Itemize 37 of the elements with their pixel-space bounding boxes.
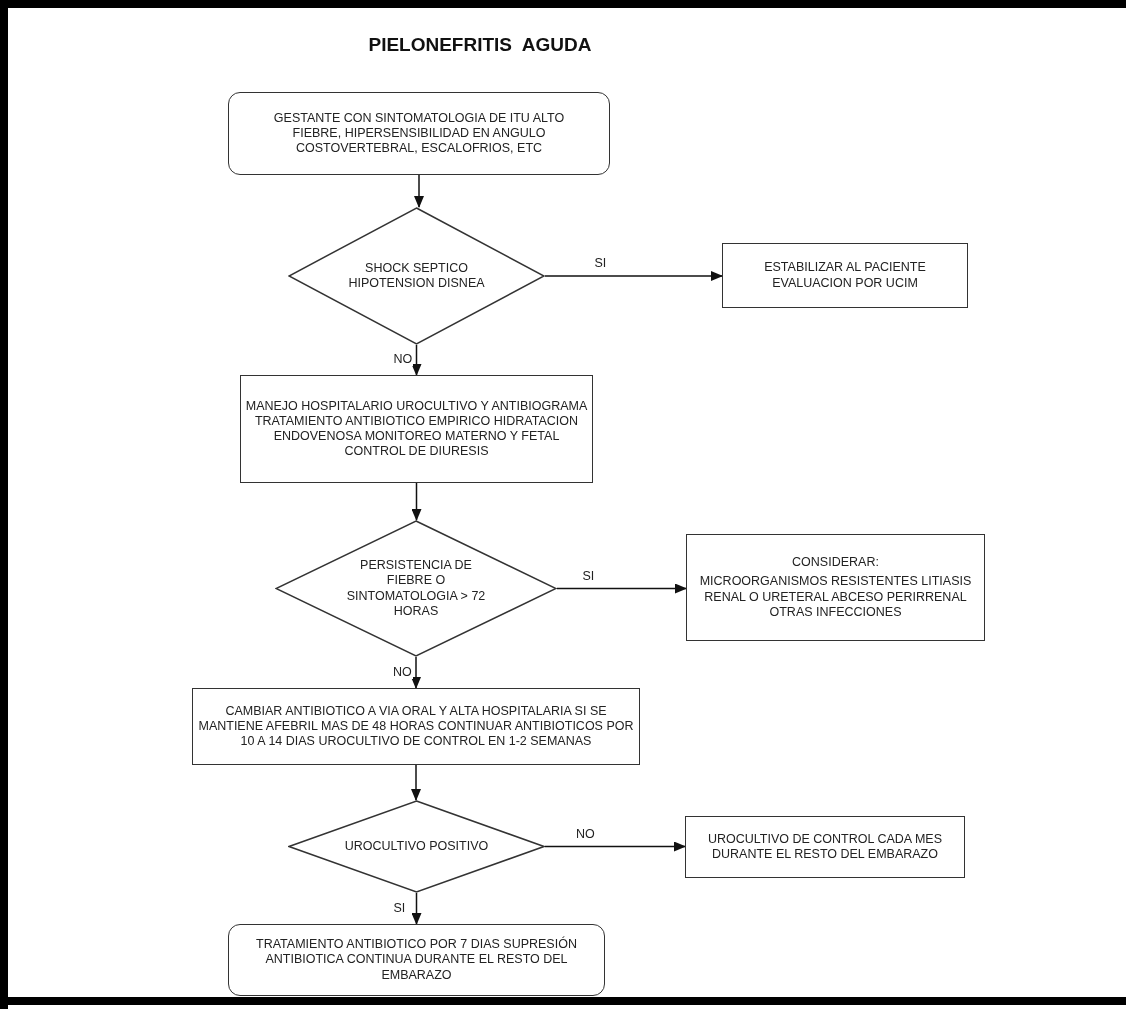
arrow xyxy=(556,583,687,594)
box-text: TRATAMIENTO ANTIBIOTICO POR 7 DIAS SUPRESIÓN ANTIBIOTICA CONTINUA DURANTE EL RESTO DEL EMBARAZO xyxy=(255,937,578,983)
process-box xyxy=(240,375,593,483)
arrow xyxy=(411,344,422,376)
edge-label: SI xyxy=(581,568,596,583)
decision-diamond xyxy=(288,207,545,345)
arrow xyxy=(544,841,686,852)
edge-label: NO xyxy=(575,826,596,841)
box-heading: CONSIDERAR: xyxy=(792,555,879,571)
edge-label: NO xyxy=(392,664,413,679)
box-text: GESTANTE CON SINTOMATOLOGIA DE ITU ALTO FIEBRE, HIPERSENSIBILIDAD EN ANGULO COSTOVERTEBRAL, ESCALOFRIOS, ETC xyxy=(272,110,566,157)
arrow xyxy=(544,271,723,281)
edge-label: SI xyxy=(593,256,608,270)
terminal-box xyxy=(228,92,610,175)
terminal-box xyxy=(228,924,605,996)
process-box xyxy=(722,243,968,308)
box-text: CAMBIAR ANTIBIOTICO A VIA ORAL Y ALTA HOSPITALARIA SI SE MANTIENE AFEBRIL MAS DE 48 HORAS CONTINUAR ANTIBIOTICOS POR 10 A 14 DIAS UROCULTIVO DE CONTROL EN 1-2 SEMANAS xyxy=(197,703,635,750)
box-text: SHOCK SEPTICO HIPOTENSION DISNEA xyxy=(347,260,486,292)
box-text: UROCULTIVO POSITIVO xyxy=(344,838,489,855)
box-text: MANEJO HOSPITALARIO UROCULTIVO Y ANTIBIOGRAMA TRATAMIENTO ANTIBIOTICO EMPIRICO HIDRATACION ENDOVENOSA MONITOREO MATERNO Y FETAL CONTROL DE DIURESIS xyxy=(244,398,589,460)
process-box xyxy=(685,816,965,878)
process-box xyxy=(192,688,640,765)
box-text: MICROORGANISMOS RESISTENTES LITIASIS RENAL O URETERAL ABCESO PERIRRENAL OTRAS INFECCIONES xyxy=(698,574,973,620)
arrow xyxy=(411,482,422,521)
box-text: PERSISTENCIA DE FIEBRE O SINTOMATOLOGIA > 72 HORAS xyxy=(345,558,487,619)
arrow xyxy=(411,892,422,925)
decision-diamond xyxy=(275,520,557,657)
process-box xyxy=(686,534,985,641)
decision-diamond xyxy=(288,800,545,893)
arrow xyxy=(414,174,424,208)
box-text: UROCULTIVO DE CONTROL CADA MES DURANTE EL RESTO DEL EMBARAZO xyxy=(706,831,944,863)
edge-label: NO xyxy=(392,352,414,366)
arrow xyxy=(411,656,421,689)
box-text: ESTABILIZAR AL PACIENTE EVALUACION POR UCIM xyxy=(763,260,927,291)
arrow xyxy=(411,764,421,801)
edge-label: SI xyxy=(392,900,407,915)
diagram-title: PIELONEFRITIS AGUDA xyxy=(367,34,593,56)
